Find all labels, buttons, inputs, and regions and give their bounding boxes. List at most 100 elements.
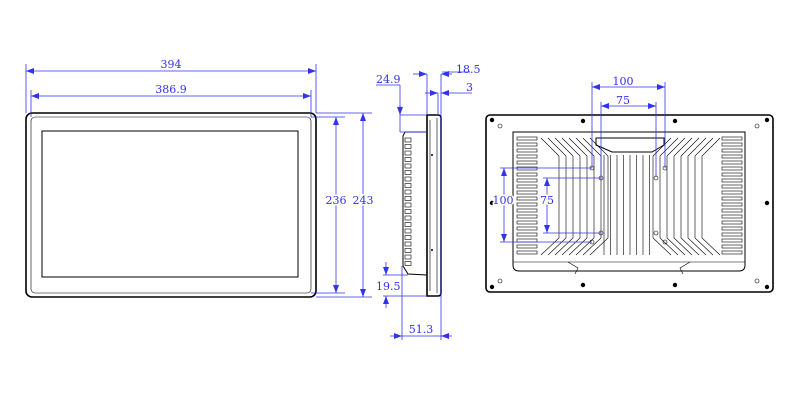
side-fin (404, 196, 412, 201)
heatsink-fin (659, 137, 679, 256)
side-grille-slot (721, 160, 743, 165)
side-grille-slot (721, 196, 743, 201)
heatsink-fin (673, 137, 693, 256)
side-grille-slot (516, 214, 538, 219)
screw-hole (754, 123, 760, 129)
front-bezel-inner (30, 116, 312, 294)
dim-vesa-v-small: 75 (540, 194, 554, 207)
side-grille-slot (516, 220, 538, 225)
rear-handle-recess (595, 137, 665, 153)
side-fin (404, 222, 412, 227)
side-grille-slot (516, 166, 538, 171)
side-fin (404, 228, 412, 234)
side-grille-slot (516, 142, 538, 147)
side-fin (404, 183, 412, 188)
heatsink-fin (694, 137, 714, 256)
side-bezel (426, 114, 442, 297)
heatsink-fin (652, 137, 672, 256)
side-grille-slot (721, 214, 743, 219)
side-grille-slot (721, 238, 743, 243)
dim-overall-height: 243 (353, 194, 374, 207)
side-fin (404, 176, 412, 182)
side-grille-slot (721, 172, 743, 177)
side-fin (404, 150, 412, 156)
dim-bezel-depth: 18.5 (456, 63, 481, 76)
display-area (41, 130, 299, 278)
dim-bezel-width: 386.9 (155, 83, 187, 96)
dim-display-height: 236 (326, 194, 347, 207)
side-grille-slot (721, 232, 743, 237)
side-fin (404, 189, 412, 195)
side-grille-slot (516, 226, 538, 231)
side-grille-slot (721, 154, 743, 159)
side-grille-slot (516, 244, 538, 249)
side-rear-housing (402, 131, 428, 276)
screw-hole (497, 123, 503, 129)
dim-overall-width: 394 (161, 58, 182, 71)
side-fin (404, 202, 412, 208)
side-fins (404, 137, 412, 266)
side-fin (404, 215, 412, 221)
side-grille-slot (516, 238, 538, 243)
heatsink-fin (568, 137, 588, 256)
dim-top-offset: 24.9 (376, 73, 401, 86)
mounting-hole (672, 282, 678, 288)
heatsink-fin (687, 137, 707, 256)
front-bezel-outline (25, 112, 317, 298)
dim-vesa-h-small: 75 (616, 94, 630, 107)
side-grille-slot (721, 250, 743, 255)
side-fin (404, 241, 412, 247)
heatsink-fin (561, 137, 581, 256)
side-grille-slot (516, 202, 538, 207)
mounting-hole (489, 200, 495, 206)
heatsink-fin (701, 137, 721, 256)
side-fin (404, 209, 412, 214)
side-grille-slot (516, 172, 538, 177)
side-grille-slot (721, 142, 743, 147)
heatsink-fin (666, 137, 686, 256)
side-grille-slot (516, 232, 538, 237)
side-fin (404, 261, 412, 266)
side-grille-slot (721, 166, 743, 171)
side-grille-slot (516, 184, 538, 189)
heatsink-fin (589, 137, 609, 256)
mounting-holes (489, 117, 770, 290)
vesa-hole (653, 230, 659, 236)
rear-housing (512, 131, 746, 272)
rear-view: 100 75 100 75 (485, 75, 774, 293)
side-grille-slot (516, 148, 538, 153)
dim-overall-depth: 51.3 (409, 323, 434, 336)
side-grille-slot (721, 202, 743, 207)
side-grille-slot (516, 250, 538, 255)
mounting-hole (580, 118, 586, 124)
dim-vesa-v-large: 100 (493, 194, 514, 207)
heatsink-fin (540, 137, 560, 256)
side-fin (404, 235, 412, 240)
side-grille-slot (516, 160, 538, 165)
side-view: 18.5 3 24.9 19.5 51.3 (376, 63, 481, 340)
screw-hole (497, 278, 503, 284)
rear-outline (485, 114, 774, 293)
mounting-hole (764, 200, 770, 206)
screw-hole (754, 278, 760, 284)
vesa-hole (662, 239, 668, 245)
mounting-hole (764, 284, 770, 290)
dim-vesa-h-large: 100 (613, 75, 634, 88)
side-fin (404, 157, 412, 162)
heatsink-fin (547, 137, 567, 256)
heatsink-fin (680, 137, 700, 256)
side-grille-slot (516, 196, 538, 201)
side-grille-slot (721, 148, 743, 153)
side-grille-slot (721, 226, 743, 231)
mounting-hole (489, 284, 495, 290)
side-fin (404, 170, 412, 175)
side-fin (404, 144, 412, 149)
side-grille-slot (516, 136, 538, 141)
side-fin (404, 254, 412, 260)
side-fin (404, 163, 412, 169)
side-grille-slot (516, 190, 538, 195)
mounting-hole (580, 282, 586, 288)
heatsink-fin (554, 137, 574, 256)
side-grille-slot (721, 220, 743, 225)
